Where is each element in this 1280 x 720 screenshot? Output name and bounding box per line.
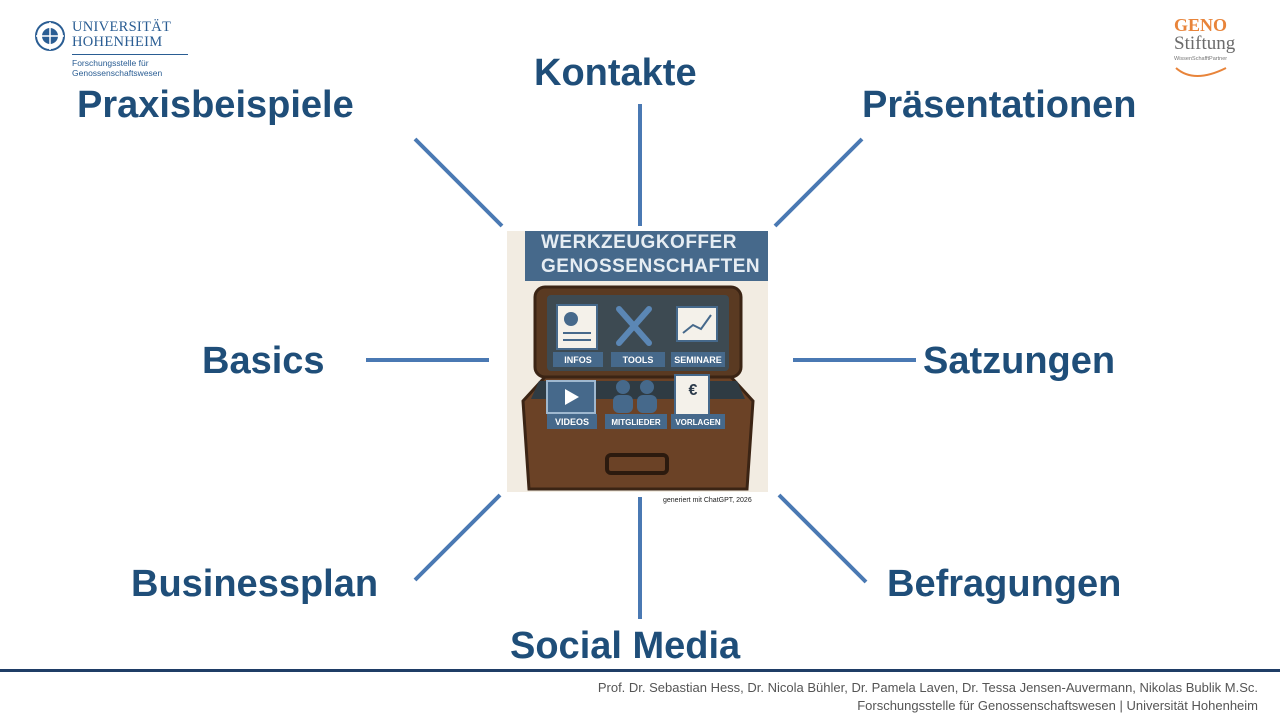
connector-businessplan [413, 493, 502, 582]
footer-divider [0, 669, 1280, 672]
node-befragungen: Befragungen [887, 563, 1122, 605]
tag-vorlagen: VORLAGEN [675, 418, 721, 427]
connector-befragungen [777, 493, 868, 584]
tag-mitglieder: MITGLIEDER [611, 418, 661, 427]
footer-institution: Forschungsstelle für Genossenschaftswese… [857, 698, 1258, 713]
wrench-icon [616, 306, 652, 346]
university-hohenheim-logo: UNIVERSITÄT HOHENHEIM Forschungsstelle f… [34, 18, 188, 82]
presentation-icon [676, 306, 718, 342]
tag-tools: TOOLS [623, 355, 654, 365]
university-seal-icon [35, 21, 65, 51]
university-name: UNIVERSITÄT HOHENHEIM [72, 19, 172, 50]
node-praxisbeispiele: Praxisbeispiele [77, 84, 354, 126]
node-satzungen: Satzungen [923, 340, 1116, 382]
image-caption: generiert mit ChatGPT, 2026 [663, 497, 752, 504]
node-praesentationen: Präsentationen [862, 84, 1137, 126]
connector-praesentationen [773, 137, 864, 228]
footer-authors: Prof. Dr. Sebastian Hess, Dr. Nicola Büh… [597, 680, 1258, 695]
university-subtitle: Forschungsstelle für Genossenschaftswese… [72, 58, 163, 78]
members-icon [613, 380, 657, 413]
video-icon [546, 380, 596, 414]
node-kontakte: Kontakte [534, 52, 697, 94]
toolbox-illustration: WERKZEUGKOFFER GENOSSENSCHAFTEN INFOS TO… [507, 231, 768, 492]
tag-videos: VIDEOS [555, 417, 589, 427]
connector-praxisbeispiele [413, 137, 504, 228]
euro-document-icon: € [674, 374, 710, 418]
node-social-media: Social Media [510, 625, 741, 667]
toolbox-title-banner [525, 231, 768, 281]
node-businessplan: Businessplan [131, 563, 379, 605]
geno-swoosh-icon [1175, 67, 1227, 77]
node-basics: Basics [202, 340, 325, 382]
geno-stiftung-logo: GENO Stiftung WissenSchafftPartner [1168, 16, 1258, 82]
suitcase-icon: INFOS TOOLS SEMINARE € VIDEOS MITGLIEDER… [521, 285, 755, 491]
document-icon [556, 304, 598, 350]
toolbox-title: WERKZEUGKOFFER GENOSSENSCHAFTEN [541, 232, 761, 277]
tag-infos: INFOS [564, 355, 592, 365]
tag-seminare: SEMINARE [674, 355, 722, 365]
svg-text:€: € [689, 382, 698, 399]
